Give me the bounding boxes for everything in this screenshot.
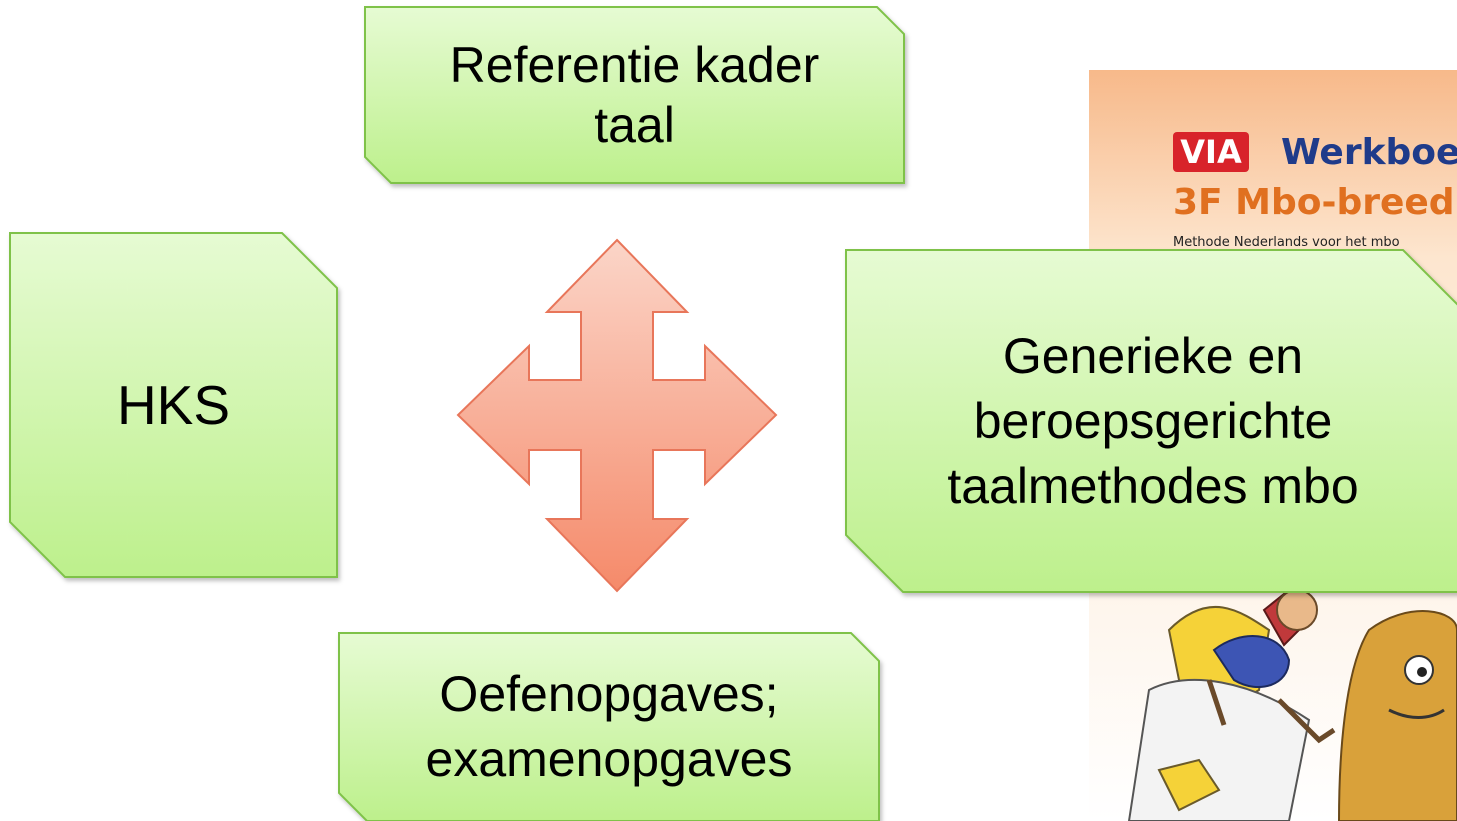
book-brand: VIA [1180, 133, 1242, 171]
box-opgaves: Oefenopgaves; examenopgaves [338, 632, 880, 821]
box-hks: HKS [9, 232, 338, 578]
book-subtitle: 3F Mbo-breed [1173, 182, 1455, 223]
label-line: Referentie kader [449, 37, 820, 93]
book-tagline: Methode Nederlands voor het mbo [1173, 235, 1400, 250]
cartoon-illustration [1127, 538, 1457, 821]
label-line: HKS [116, 374, 231, 436]
label-line: Generieke en [1002, 327, 1304, 384]
book-title: Werkboek [1281, 132, 1457, 173]
via-logo-background [1173, 132, 1249, 172]
label-line: Oefenopgaves; [439, 666, 779, 722]
box-referentiekader-label: Referentie kader taal [450, 35, 820, 155]
box-referentiekader: Referentie kader taal [364, 6, 905, 184]
box-taalmethodes-label: Generieke en beroepsgerichte taalmethode… [947, 324, 1358, 519]
box-hks-label: HKS [117, 372, 230, 438]
four-way-arrow-icon [456, 238, 778, 593]
box-taalmethodes: Generieke en beroepsgerichte taalmethode… [845, 249, 1457, 593]
label-line: beroepsgerichte [973, 392, 1333, 449]
label-line: examenopgaves [425, 731, 793, 787]
label-line: taalmethodes mbo [947, 457, 1359, 514]
box-opgaves-label: Oefenopgaves; examenopgaves [426, 662, 793, 792]
label-line: taal [594, 97, 675, 153]
